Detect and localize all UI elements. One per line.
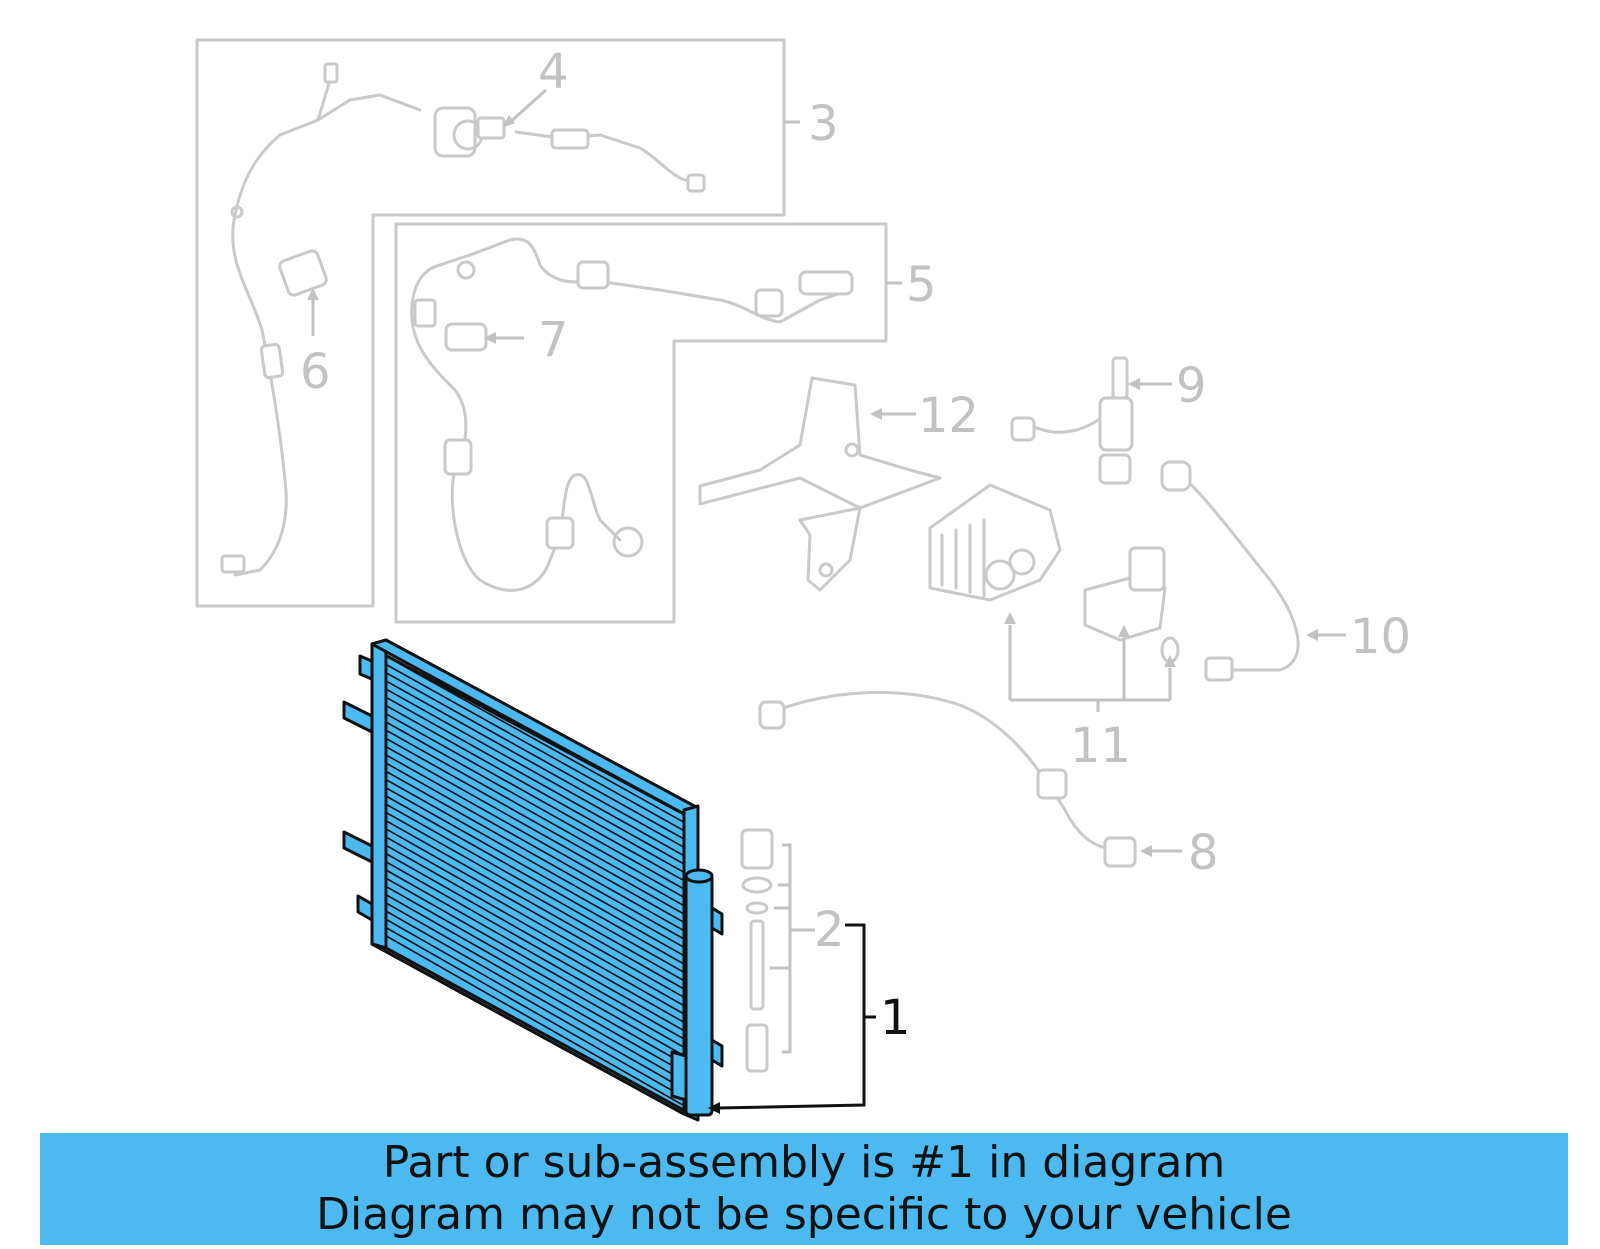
drier-part-11 xyxy=(928,483,1180,712)
condenser-fin-line xyxy=(385,688,685,857)
condenser-fin-line xyxy=(385,737,685,907)
callout-labels: 1 2 3 4 5 6 7 8 9 10 11 12 xyxy=(300,44,1411,1046)
condenser-fin-line xyxy=(385,918,685,1090)
callout-10: 10 xyxy=(1350,609,1411,665)
condenser-fin-line xyxy=(385,762,685,932)
condenser-fin-line xyxy=(385,819,685,990)
condenser-fin-line xyxy=(385,935,685,1107)
hose-part-8 xyxy=(758,690,1137,868)
condenser-fin-line xyxy=(385,671,685,840)
condenser-fin-line xyxy=(385,795,685,965)
condenser-fin-line xyxy=(385,902,685,1074)
condenser-fin-line xyxy=(385,844,685,1015)
hose-part-10 xyxy=(1160,460,1300,682)
condenser-part-1[interactable] xyxy=(342,638,724,1122)
callout-12: 12 xyxy=(918,388,979,444)
callout-7: 7 xyxy=(538,312,569,368)
condenser-fin-line xyxy=(385,655,685,824)
condenser-fin-line xyxy=(385,770,685,940)
callout-5: 5 xyxy=(906,257,937,313)
callout-4: 4 xyxy=(538,44,569,100)
condenser-fin-line xyxy=(385,803,685,974)
callout-9: 9 xyxy=(1176,358,1207,414)
group-box-5 xyxy=(394,222,902,624)
condenser-fin-line xyxy=(385,696,685,865)
callout-2: 2 xyxy=(814,902,845,958)
condenser-fin-line xyxy=(385,861,685,1032)
condenser-fin-line xyxy=(385,713,685,882)
sensor-part-7 xyxy=(444,322,488,352)
callout-6: 6 xyxy=(300,344,331,400)
condenser-fin-line xyxy=(385,811,685,982)
fittings-part-2 xyxy=(740,828,815,1073)
condenser-fin-line xyxy=(385,729,685,899)
ac-line-part-3 xyxy=(220,62,706,577)
condenser-fin-line xyxy=(385,926,685,1099)
callout-8: 8 xyxy=(1188,825,1219,881)
condenser-fin-line xyxy=(385,721,685,890)
banner-line-2: Diagram may not be specific to your vehi… xyxy=(316,1189,1292,1240)
condenser-fin-line xyxy=(385,745,685,915)
condenser-fin-line xyxy=(385,663,685,832)
pressure-switch-part-4 xyxy=(433,106,506,158)
condenser-fin-line xyxy=(385,869,685,1040)
callout-1: 1 xyxy=(880,990,911,1046)
info-banner: Part or sub-assembly is #1 in diagram Di… xyxy=(40,1133,1568,1245)
condenser-fin-line xyxy=(385,680,685,849)
condenser-fin-line xyxy=(385,836,685,1007)
condenser-fin-line xyxy=(385,877,685,1049)
callout-leaders xyxy=(307,88,1346,1114)
condenser-fin-line xyxy=(385,754,685,924)
condenser-fin-line xyxy=(385,704,685,874)
condenser-fins xyxy=(385,655,685,1107)
callout-11: 11 xyxy=(1070,718,1131,774)
condenser-fin-line xyxy=(385,893,685,1065)
condenser-fin-line xyxy=(385,885,685,1057)
condenser-fin-line xyxy=(385,828,685,999)
condenser-fin-line xyxy=(385,787,685,957)
sensor-part-6 xyxy=(278,249,328,297)
ac-line-part-5 xyxy=(410,237,854,592)
condenser-fin-line xyxy=(385,778,685,949)
fitting-part-9 xyxy=(1010,356,1134,485)
condenser-fin-line xyxy=(385,852,685,1024)
banner-line-1: Part or sub-assembly is #1 in diagram xyxy=(382,1137,1226,1188)
bracket-part-12 xyxy=(698,376,942,592)
group-box-3 xyxy=(195,38,800,608)
callout-3: 3 xyxy=(808,96,839,152)
condenser-fin-line xyxy=(385,910,685,1082)
